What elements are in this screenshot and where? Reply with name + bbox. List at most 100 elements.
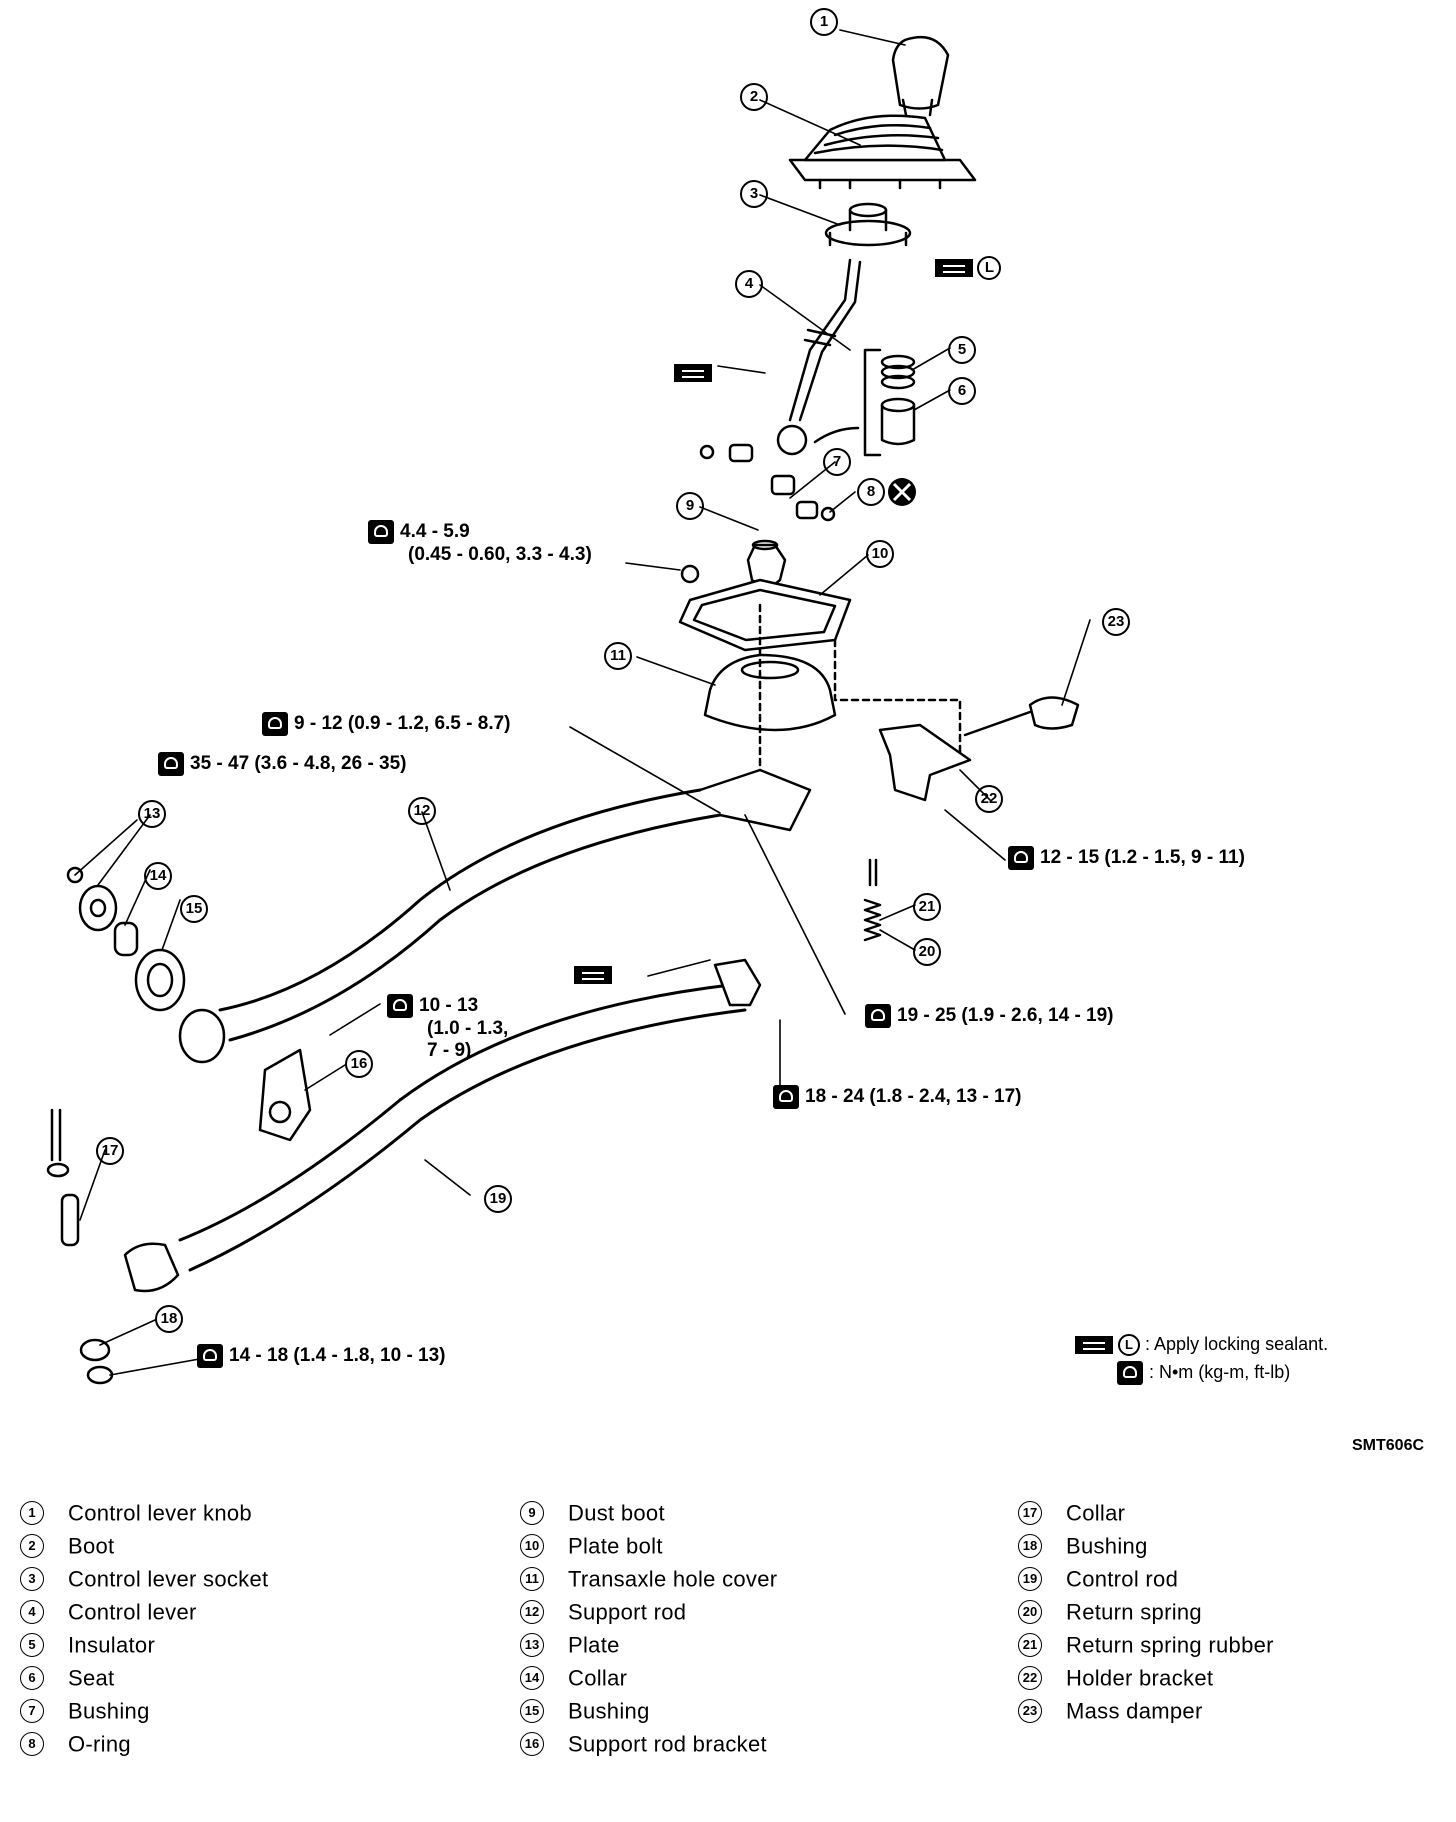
list-item: 4 Control lever xyxy=(20,1594,490,1627)
callout-8: 8 xyxy=(857,478,885,506)
sealant-icon-lever xyxy=(674,364,712,382)
torque-spec-7: 18 - 24 (1.8 - 2.4, 13 - 17) xyxy=(773,1085,1022,1109)
part-number: 1 xyxy=(20,1501,44,1526)
part-number: 4 xyxy=(20,1600,44,1625)
callout-1: 1 xyxy=(810,8,838,36)
list-item: 22 Holder bracket xyxy=(1018,1660,1456,1693)
part-number: 15 xyxy=(520,1699,544,1724)
callout-10: 10 xyxy=(866,540,894,568)
mass-damper xyxy=(963,696,1080,737)
callout-2: 2 xyxy=(740,83,768,111)
part-name: Plate bolt xyxy=(568,1533,663,1559)
callout-22: 22 xyxy=(975,785,1003,813)
list-item: 10 Plate bolt xyxy=(520,1528,990,1561)
torque-value: 19 - 25 (1.9 - 2.6, 14 - 19) xyxy=(897,1005,1114,1027)
part-number: 19 xyxy=(1018,1567,1042,1592)
collar-17 xyxy=(46,1108,80,1247)
part-number: 20 xyxy=(1018,1600,1042,1625)
part-name: Collar xyxy=(1066,1500,1126,1526)
part-number: 14 xyxy=(520,1666,544,1691)
torque-icon xyxy=(773,1085,799,1109)
plate-13 xyxy=(78,884,118,932)
list-item: 19 Control rod xyxy=(1018,1561,1456,1594)
part-name: Holder bracket xyxy=(1066,1665,1214,1691)
part-name: Dust boot xyxy=(568,1500,665,1526)
part-name: Support rod xyxy=(568,1599,687,1625)
torque-value: 18 - 24 (1.8 - 2.4, 13 - 17) xyxy=(805,1086,1022,1108)
nut xyxy=(66,866,84,884)
support-rod-bracket xyxy=(258,1048,312,1142)
part-number: 11 xyxy=(520,1567,544,1592)
torque-spec-8: 14 - 18 (1.4 - 1.8, 10 - 13) xyxy=(197,1344,446,1368)
torque-value: 12 - 15 (1.2 - 1.5, 9 - 11) xyxy=(1040,847,1245,869)
callout-23: 23 xyxy=(1102,608,1130,636)
torque-value: 4.4 - 5.9 xyxy=(400,521,470,543)
legend-torque: : N•m (kg-m, ft-lb) xyxy=(1117,1358,1328,1386)
pivot-parts xyxy=(699,443,836,522)
callout-3: 3 xyxy=(740,180,768,208)
part-number: 8 xyxy=(20,1732,44,1757)
part-number: 5 xyxy=(20,1633,44,1658)
part-name: Control lever xyxy=(68,1599,197,1625)
part-name: Control lever socket xyxy=(68,1566,269,1592)
legend-key: L : Apply locking sealant. : N•m (kg-m, … xyxy=(1075,1330,1328,1386)
support-rod xyxy=(178,768,812,1064)
callout-19: 19 xyxy=(484,1185,512,1213)
part-number: 10 xyxy=(520,1534,544,1559)
return-spring xyxy=(863,898,882,942)
callout-13: 13 xyxy=(138,800,166,828)
part-name: Plate xyxy=(568,1632,620,1658)
sealant-mark-top: L xyxy=(935,256,1002,280)
torque-value-sub: 7 - 9) xyxy=(427,1040,472,1061)
collar-14 xyxy=(113,921,139,957)
control-lever-socket xyxy=(824,202,912,247)
callout-7: 7 xyxy=(823,448,851,476)
assembly-arrow xyxy=(813,426,860,444)
part-name: Seat xyxy=(68,1665,115,1691)
torque-icon xyxy=(1117,1361,1143,1386)
part-number: 21 xyxy=(1018,1633,1042,1658)
callout-6: 6 xyxy=(948,377,976,405)
part-number: 18 xyxy=(1018,1534,1042,1559)
torque-icon xyxy=(368,520,394,544)
sealant-icon xyxy=(935,259,973,277)
torque-icon xyxy=(387,994,413,1018)
torque-icon xyxy=(262,712,288,736)
torque-spec-3: 35 - 47 (3.6 - 4.8, 26 - 35) xyxy=(158,752,407,776)
torque-value: 35 - 47 (3.6 - 4.8, 26 - 35) xyxy=(190,753,407,775)
transaxle-hole-cover xyxy=(703,653,837,732)
part-name: Insulator xyxy=(68,1632,156,1658)
part-name: Support rod bracket xyxy=(568,1731,767,1757)
torque-spec-1: 4.4 - 5.9 (0.45 - 0.60, 3.3 - 4.3) xyxy=(368,520,592,566)
torque-value: 9 - 12 (0.9 - 1.2, 6.5 - 8.7) xyxy=(294,713,511,735)
holder-bracket xyxy=(878,723,972,802)
boot xyxy=(788,114,977,190)
control-rod xyxy=(123,958,762,1293)
part-number: 23 xyxy=(1018,1699,1042,1724)
callout-17: 17 xyxy=(96,1137,124,1165)
callout-12: 12 xyxy=(408,797,436,825)
part-name: Control rod xyxy=(1066,1566,1179,1592)
callout-15: 15 xyxy=(180,895,208,923)
callout-16: 16 xyxy=(345,1050,373,1078)
alignment-line xyxy=(758,603,962,802)
part-number: 22 xyxy=(1018,1666,1042,1691)
torque-icon xyxy=(197,1344,223,1368)
return-spring-rubber xyxy=(868,858,878,887)
torque-icon xyxy=(1008,846,1034,870)
leader-lines xyxy=(74,29,1091,1376)
callout-11: 11 xyxy=(604,642,632,670)
part-number: 2 xyxy=(20,1534,44,1559)
